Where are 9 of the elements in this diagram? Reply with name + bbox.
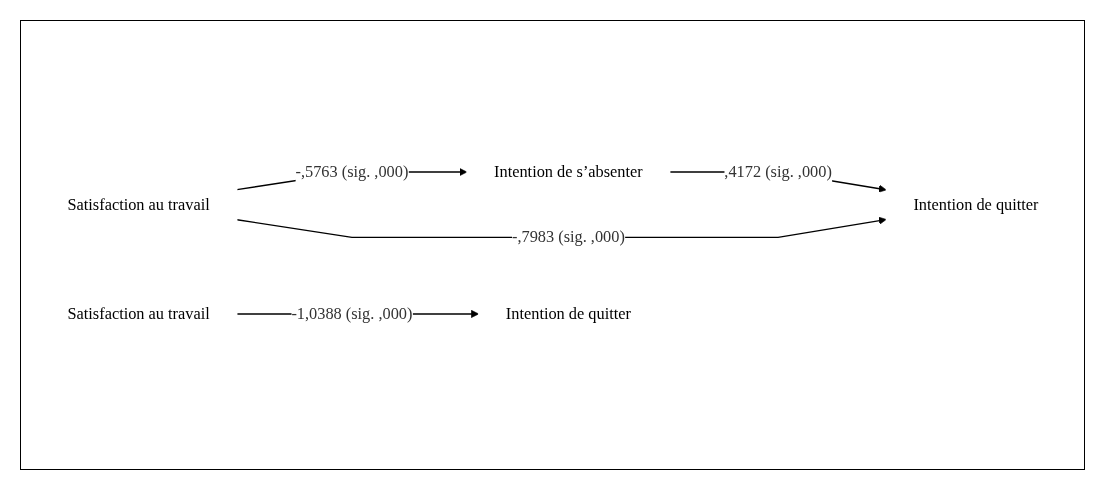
- edge-label: ,4172 (sig. ,000): [723, 162, 832, 181]
- node-text: Intention de quitter: [505, 304, 631, 323]
- node-text: Intention de s’absenter: [493, 162, 643, 181]
- node-text: Satisfaction au travail: [66, 195, 210, 214]
- node-text: Satisfaction au travail: [66, 304, 210, 323]
- node-text: Intention de quitter: [912, 195, 1039, 214]
- edge-label: -,5763 (sig. ,000): [294, 162, 408, 181]
- edge-label: -,7983 (sig. ,000): [511, 227, 625, 246]
- edge-label: -1,0388 (sig. ,000): [290, 304, 412, 323]
